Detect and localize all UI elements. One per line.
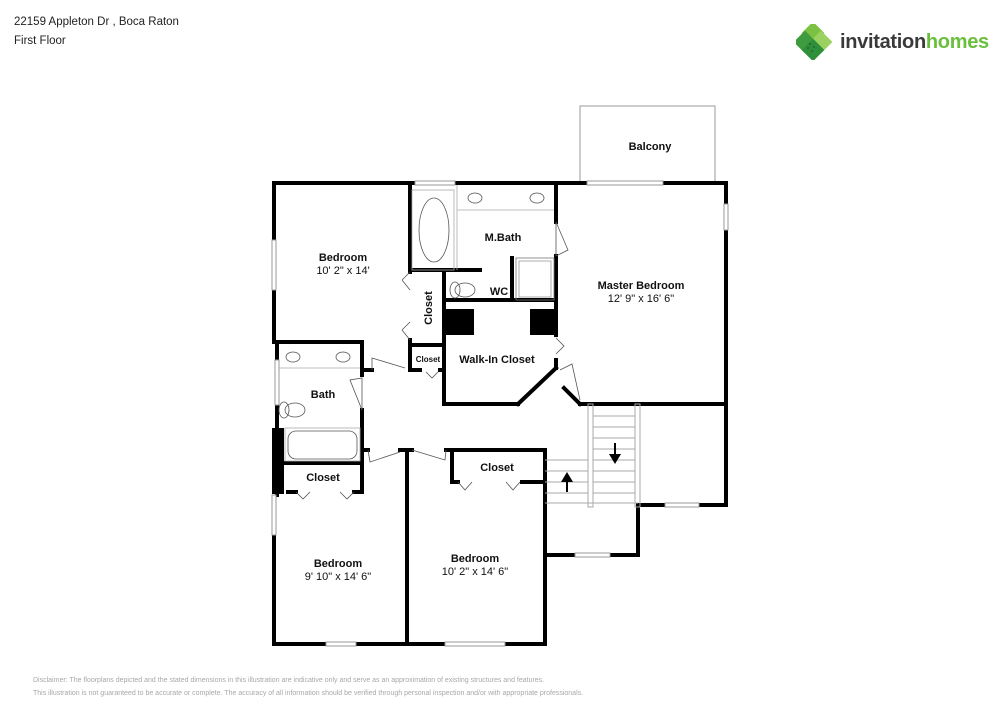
wall-blocks <box>272 309 556 494</box>
disclaimer-line-1: Disclaimer: The floorplans depicted and … <box>33 677 545 684</box>
bath-label: Bath <box>311 389 336 401</box>
brand-name-part2: homes <box>925 30 989 53</box>
bedroom-nw-label: Bedroom <box>319 252 368 264</box>
master-bath-label: M.Bath <box>485 232 522 244</box>
bedroom-s-label: Bedroom <box>451 553 500 565</box>
closet-sw-label: Closet <box>306 472 340 484</box>
bedroom-sw-label: Bedroom <box>314 558 363 570</box>
header: 22159 Appleton Dr , Boca Raton First Flo… <box>14 13 179 51</box>
stair-up-arrow-icon <box>561 472 573 492</box>
closet-small-label: Closet <box>416 355 441 364</box>
closet-vertical-label: Closet <box>423 291 435 325</box>
master-bedroom-label: Master Bedroom <box>598 280 685 292</box>
disclaimer-line-2: This illustration is not guaranteed to b… <box>33 690 584 697</box>
closet-s-label: Closet <box>480 462 514 474</box>
address-text: 22159 Appleton Dr , Boca Raton <box>14 16 179 28</box>
staircase <box>545 403 641 508</box>
floor-label: First Floor <box>14 35 66 47</box>
brand-name-part1: invitation <box>840 30 926 53</box>
logo-mark-icon <box>796 24 832 60</box>
fixtures <box>278 185 581 500</box>
brand-logo: invitationhomes <box>796 24 989 60</box>
windows <box>271 180 729 647</box>
bedroom-s-dims: 10' 2" x 14' 6" <box>442 566 509 578</box>
stair-down-arrow-icon <box>609 443 621 464</box>
master-bedroom-dims: 12' 9" x 16' 6" <box>608 293 675 305</box>
disclaimer: Disclaimer: The floorplans depicted and … <box>33 674 583 700</box>
bedroom-sw-dims: 9' 10" x 14' 6" <box>305 571 372 583</box>
wc-label: WC <box>490 286 508 298</box>
bedroom-nw-dims: 10' 2" x 14' <box>316 265 369 277</box>
balcony-label: Balcony <box>629 141 673 153</box>
walk-in-closet-label: Walk-In Closet <box>459 354 535 366</box>
